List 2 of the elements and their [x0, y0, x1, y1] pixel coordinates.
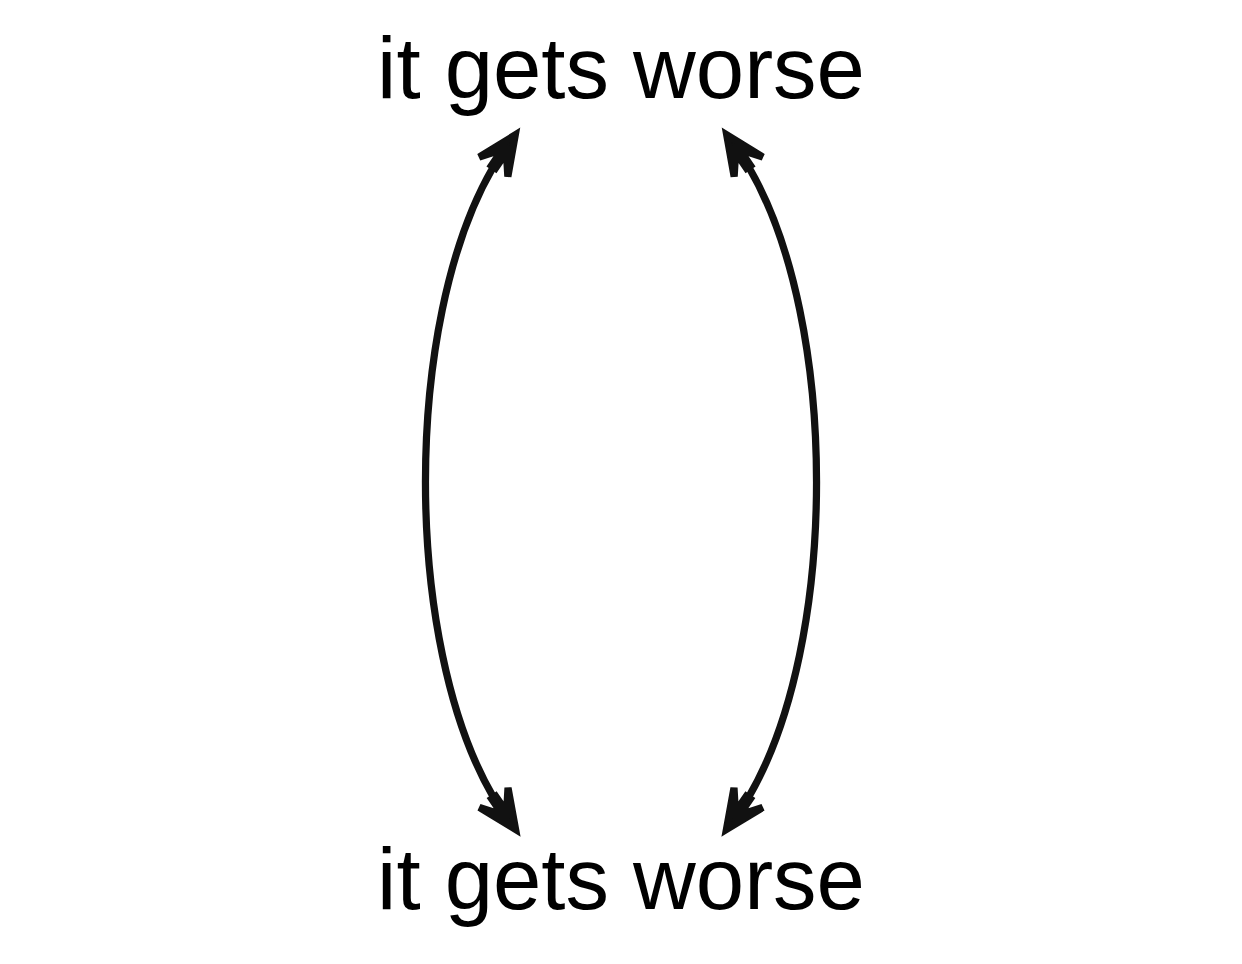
node-text: it gets worse [377, 18, 865, 116]
node-text: it gets worse [377, 829, 865, 927]
